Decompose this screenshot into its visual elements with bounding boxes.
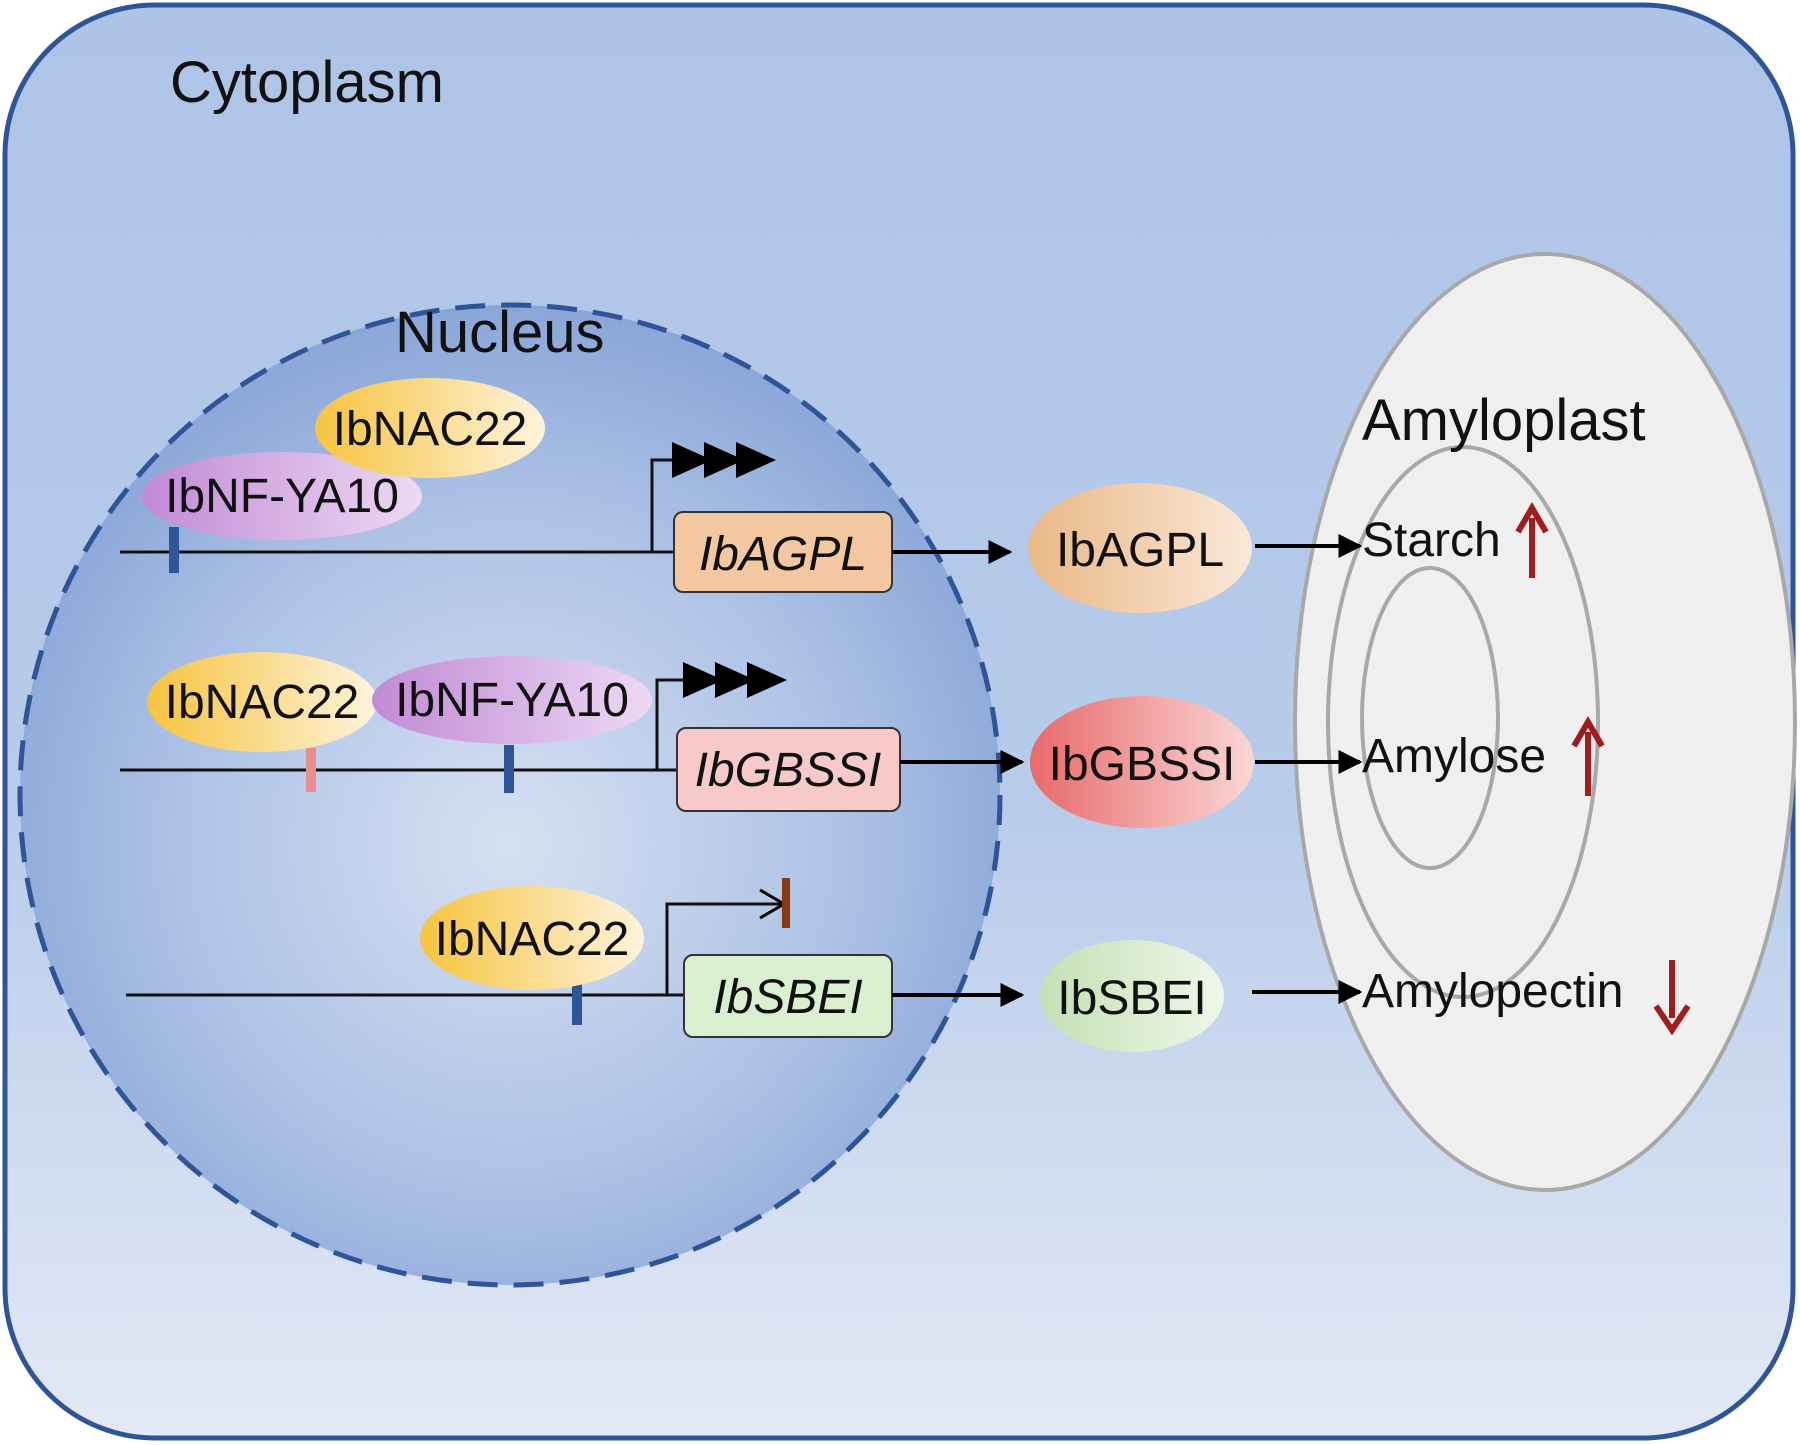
ibnac22-label: IbNAC22: [165, 676, 360, 729]
activation-chevrons: [683, 662, 787, 698]
product-label-amylose: Amylose: [1362, 730, 1546, 783]
row-agpl: IbNF-YA10 IbNAC22 IbAGPL IbAGPL Starch: [120, 378, 1549, 613]
binding-site: [169, 527, 179, 573]
tss-arrow: [665, 902, 783, 995]
gene-label-ibsbei: IbSBEI: [713, 971, 862, 1024]
ibnf-ya10-protein: [142, 452, 422, 540]
product-label-starch: Starch: [1362, 514, 1501, 567]
binding-site: [504, 745, 514, 793]
activation-chevrons: [672, 442, 776, 478]
amyloplast-inner-ring: [1360, 566, 1500, 870]
binding-site: [572, 970, 582, 1025]
nucleus-label: Nucleus: [395, 300, 605, 365]
repression-bar: [782, 878, 790, 928]
ibnac22-protein: [420, 886, 644, 990]
increase-arrow-icon: [1571, 716, 1605, 796]
protein-ibsbei: [1040, 940, 1224, 1052]
protein-ibgbssi: [1030, 696, 1254, 828]
binding-site-pink: [306, 748, 316, 792]
protein-ibagpl: [1028, 483, 1252, 613]
ibnf-ya10-label: IbNF-YA10: [395, 674, 629, 727]
ibnf-ya10-protein: [372, 656, 652, 744]
product-label-amylopectin: Amylopectin: [1362, 965, 1623, 1018]
ibnac22-protein: [315, 378, 545, 478]
ibnf-ya10-label: IbNF-YA10: [165, 470, 399, 523]
amyloplast-middle-ring: [1326, 445, 1600, 999]
gene-box-ibgbssi: [676, 727, 901, 812]
gene-label-ibgbssi: IbGBSSI: [695, 744, 882, 797]
increase-arrow-icon: [1515, 502, 1549, 578]
tss-arrow: [650, 458, 680, 552]
ibnac22-label: IbNAC22: [333, 403, 528, 456]
protein-label-ibsbei: IbSBEI: [1057, 972, 1206, 1025]
amyloplast-label: Amyloplast: [1362, 388, 1646, 453]
ibnac22-protein: [147, 652, 377, 752]
ibnac22-label: IbNAC22: [435, 913, 630, 966]
amyloplast-outer: [1293, 252, 1797, 1192]
row-sbei: IbNAC22 IbSBEI IbSBEI Amylopectin: [126, 878, 1691, 1052]
decrease-arrow-icon: [1653, 960, 1691, 1036]
protein-label-ibgbssi: IbGBSSI: [1049, 738, 1236, 791]
row-gbssi: IbNAC22 IbNF-YA10 IbGBSSI IbGBSSI Amylos…: [120, 652, 1605, 828]
gene-label-ibagpl: IbAGPL: [699, 528, 867, 581]
protein-label-ibagpl: IbAGPL: [1056, 524, 1224, 577]
tss-arrow: [655, 678, 683, 770]
cytoplasm-label: Cytoplasm: [170, 50, 444, 115]
